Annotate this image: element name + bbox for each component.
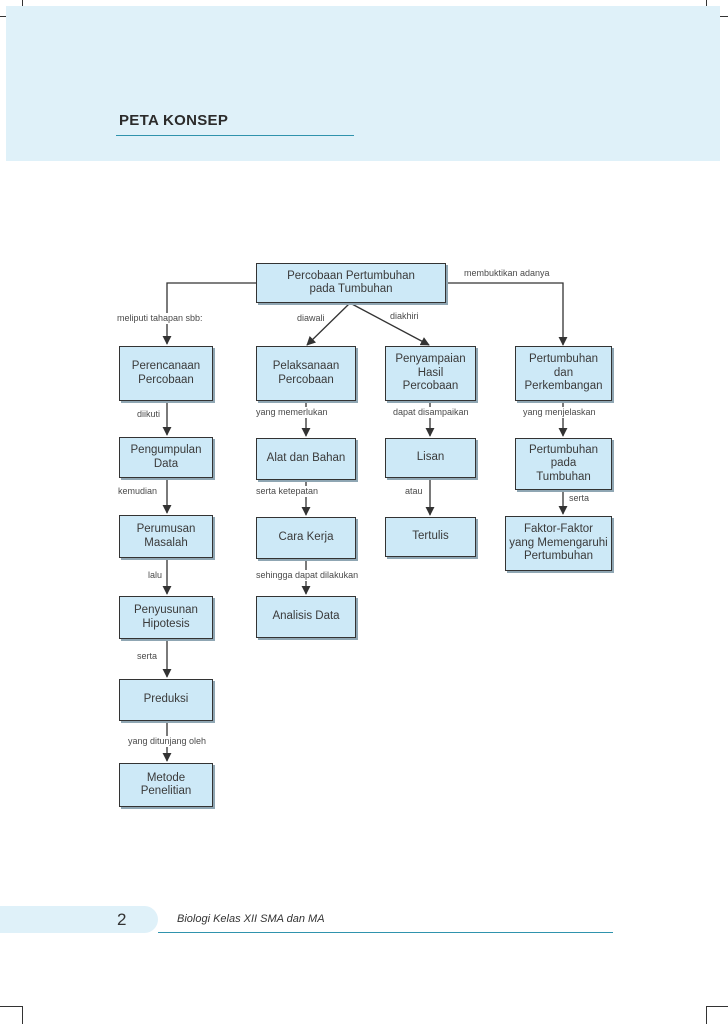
crop-mark [706, 1006, 728, 1007]
node-metode-penelitian: Metode Penelitian [119, 763, 213, 807]
page-number: 2 [117, 910, 127, 929]
footer-rule [158, 932, 613, 933]
link-label-atau: atau [404, 486, 424, 497]
link-label-lalu: lalu [147, 570, 164, 581]
link-label-disampaikan: dapat disampaikan [392, 407, 470, 418]
link-label-diawali: diawali [296, 313, 326, 324]
link-label-serta-c1: serta [136, 651, 159, 662]
edge-root-col3 [349, 302, 430, 346]
node-pertumbuhan-pada-tumbuhan: Pertumbuhan pada Tumbuhan [515, 438, 612, 490]
node-cara-kerja: Cara Kerja [256, 517, 356, 559]
node-analisis-data: Analisis Data [256, 596, 356, 638]
node-perumusan-masalah: Perumusan Masalah [119, 515, 213, 558]
link-label-menjelaskan: yang menjelaskan [522, 407, 597, 418]
node-penyusunan-hipotesis: Penyusunan Hipotesis [119, 596, 213, 639]
edge-root-col2 [306, 302, 351, 346]
link-label-membuktikan: membuktikan adanya [463, 268, 551, 279]
edge-root-col4 [446, 282, 568, 346]
page-heading: PETA KONSEP [119, 112, 229, 129]
link-label-ketepatan: serta ketepatan [255, 486, 320, 497]
link-label-ditunjang: yang ditunjang oleh [127, 736, 208, 747]
link-label-diakhiri: diakhiri [389, 311, 420, 322]
node-pelaksanaan-percobaan: Pelaksanaan Percobaan [256, 346, 356, 401]
heading-rule [116, 135, 354, 136]
node-pertumbuhan-dan-perkembangan: Pertumbuhan dan Perkembangan [515, 346, 612, 401]
link-label-serta-c4: serta [568, 493, 591, 504]
node-tertulis: Tertulis [385, 517, 476, 557]
crop-mark [706, 1006, 707, 1024]
node-alat-dan-bahan: Alat dan Bahan [256, 438, 356, 480]
link-label-memerlukan: yang memerlukan [255, 407, 329, 418]
footer-tab [0, 906, 158, 933]
link-label-kemudian: kemudian [117, 486, 159, 497]
node-pengumpulan-data: Pengumpulan Data [119, 437, 213, 478]
crop-mark [22, 1006, 23, 1024]
crop-mark [0, 1006, 22, 1007]
footer-book-title: Biologi Kelas XII SMA dan MA [177, 913, 325, 925]
root-node: Percobaan Pertumbuhan pada Tumbuhan [256, 263, 446, 303]
node-preduksi: Preduksi [119, 679, 213, 721]
node-penyampaian-hasil-percobaan: Penyampaian Hasil Percobaan [385, 346, 476, 401]
node-lisan: Lisan [385, 438, 476, 478]
link-label-diikuti: diikuti [136, 409, 162, 420]
node-faktor-faktor: Faktor-Faktor yang Memengaruhi Pertumbuh… [505, 516, 612, 571]
node-perencanaan-percobaan: Perencanaan Percobaan [119, 346, 213, 401]
link-label-meliputi: meliputi tahapan sbb: [116, 313, 204, 324]
link-label-dilakukan: sehingga dapat dilakukan [255, 570, 360, 581]
